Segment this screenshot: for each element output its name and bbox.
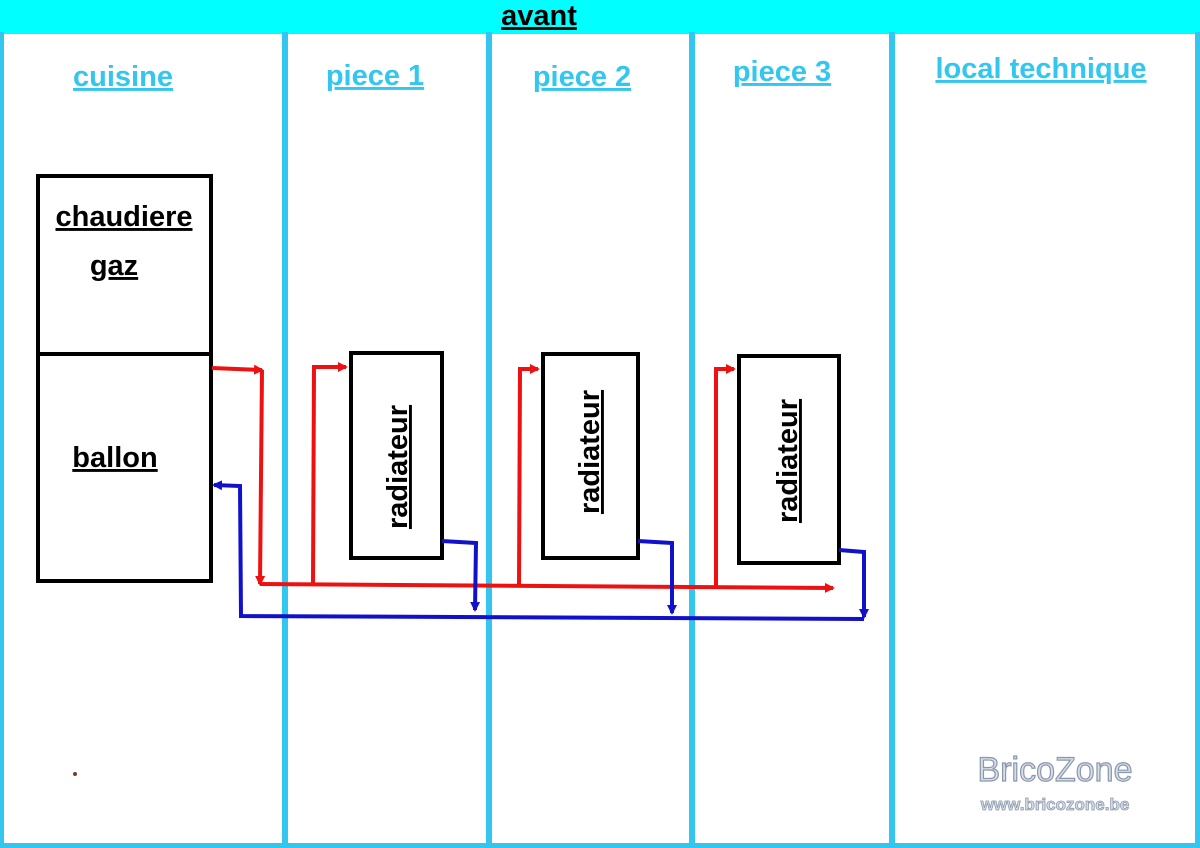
radiator-2: radiateur — [541, 352, 640, 560]
room-label-local-technique: local technique — [935, 53, 1146, 85]
room-label-piece-1: piece 1 — [326, 60, 424, 92]
return-branch-radiator-3 — [838, 548, 869, 619]
room-walls — [0, 32, 1200, 848]
return-pipes — [212, 480, 869, 621]
boiler-label-line1: chaudiere — [56, 201, 193, 233]
room-label-cuisine: cuisine — [73, 61, 173, 93]
supply-branch-radiator-1 — [311, 362, 348, 585]
wall-left — [0, 32, 4, 848]
supply-main-pipe — [259, 582, 835, 593]
radiator-3: radiateur — [737, 354, 841, 565]
wall-bottom — [0, 843, 1200, 848]
supply-branch-radiator-3 — [714, 364, 736, 586]
supply-pipes — [211, 362, 835, 593]
wall-piece1-piece2 — [486, 32, 492, 848]
wall-right — [1195, 32, 1200, 848]
wall-piece2-piece3 — [689, 32, 695, 848]
supply-pipe-boiler-out — [211, 364, 264, 375]
return-branch-radiator-1 — [441, 539, 481, 612]
radiator-1-box — [349, 351, 444, 560]
radiator-1-label: radiateur — [382, 405, 414, 529]
return-branch-radiator-2 — [637, 539, 677, 615]
wall-piece3-technique — [889, 32, 895, 848]
watermark-brand: BricoZone — [978, 751, 1133, 789]
boiler-label-line2: gaz — [90, 250, 138, 282]
radiator-1: radiateur — [349, 351, 444, 560]
room-label-piece-2: piece 2 — [533, 61, 631, 93]
supply-pipe-riser-down — [255, 369, 266, 586]
header-band — [0, 0, 1200, 34]
bricozone-watermark: BricoZone www.bricozone.be — [977, 750, 1133, 814]
radiator-2-label: radiateur — [574, 390, 606, 514]
supply-branch-radiator-2 — [517, 364, 540, 585]
header-title: avant — [501, 0, 577, 32]
radiator-3-label: radiateur — [772, 399, 804, 523]
return-main-pipe — [212, 480, 865, 621]
tank-label: ballon — [72, 442, 157, 474]
wall-cuisine-piece1 — [282, 32, 288, 848]
radiator-2-box — [541, 352, 640, 560]
radiator-3-box — [737, 354, 841, 565]
room-label-piece-3: piece 3 — [733, 56, 831, 88]
boiler-unit: chaudiere gaz ballon — [36, 174, 213, 583]
watermark-url: www.bricozone.be — [980, 795, 1130, 814]
tank-box — [36, 352, 213, 583]
stray-dot — [73, 772, 77, 776]
